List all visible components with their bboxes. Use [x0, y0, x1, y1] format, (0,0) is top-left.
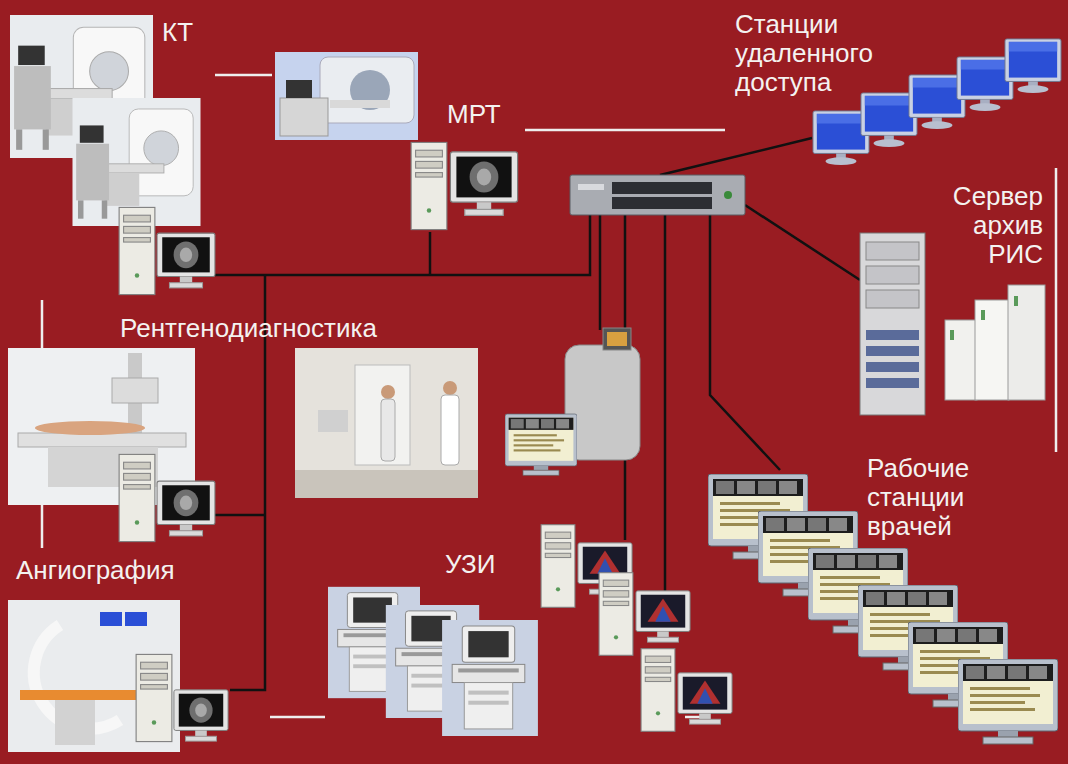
group-label: Рабочие станции врачей — [865, 454, 987, 541]
equipment-group: УЗИ — [325, 548, 685, 743]
computer-tower — [119, 454, 155, 541]
group-label: УЗИ — [443, 550, 497, 579]
network-link — [270, 716, 325, 719]
computer-tower — [599, 573, 633, 656]
equipment-group: Станции удаленного доступа — [725, 8, 1065, 168]
computer-tower — [641, 649, 675, 732]
network-cable — [215, 138, 860, 690]
mri-scanner — [275, 52, 418, 140]
equipment-group: Рабочие станции врачей — [700, 452, 1065, 757]
group-label: Сервер архив РИС — [915, 182, 1045, 269]
ct-scanner — [73, 98, 201, 226]
computer-tower — [136, 654, 172, 741]
group-label: Станции удаленного доступа — [733, 10, 908, 97]
ultrasound-machine — [442, 620, 538, 736]
angiography-unit — [8, 600, 180, 752]
equipment-group: МРТ — [272, 50, 525, 238]
monitor — [636, 591, 690, 642]
monitor — [505, 414, 577, 475]
monitor — [678, 673, 732, 724]
network-link — [685, 716, 700, 719]
network-link — [1055, 168, 1058, 452]
xray-room — [295, 348, 478, 498]
equipment-group: Сервер архив РИС — [855, 178, 1050, 420]
network-switch — [570, 175, 745, 215]
computer-tower — [119, 207, 155, 294]
equipment-group: Ангиография — [8, 548, 270, 754]
workstation-monitor — [958, 659, 1058, 744]
monitor — [174, 690, 228, 741]
monitor — [157, 481, 215, 536]
network-link — [525, 129, 725, 132]
group-label: МРТ — [445, 100, 503, 129]
group-label: КТ — [160, 18, 195, 47]
computer-tower — [541, 525, 575, 608]
equipment-group: КТ — [8, 10, 215, 300]
equipment-group: Рентгенодиагностика — [8, 312, 482, 546]
ups-units — [945, 285, 1045, 400]
remote-monitor — [1005, 39, 1061, 93]
group-label: Рентгенодиагностика — [118, 314, 379, 343]
computer-tower — [411, 142, 447, 229]
group-label: Ангиография — [14, 556, 177, 585]
server-rack — [860, 233, 925, 415]
monitor — [450, 152, 517, 216]
network-link — [215, 74, 272, 77]
monitor — [157, 233, 215, 288]
